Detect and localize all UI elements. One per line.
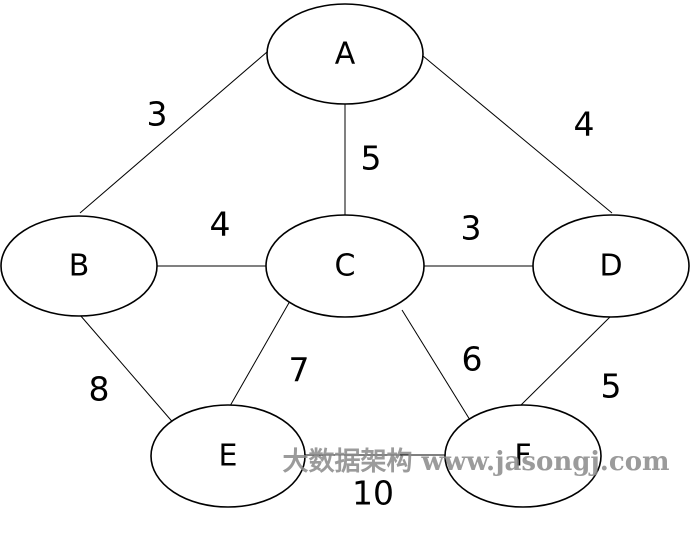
edge-d-f (519, 315, 612, 407)
node-e-ellipse (150, 404, 306, 508)
node-c-ellipse (265, 214, 425, 318)
weight-a-b: 3 (147, 95, 168, 134)
node-d-ellipse (532, 214, 690, 318)
weight-c-d: 3 (461, 209, 482, 248)
edge-c-e (229, 300, 291, 407)
node-b-ellipse (0, 215, 158, 317)
weight-c-e: 7 (289, 351, 310, 390)
edge-c-f (401, 309, 471, 421)
node-c: C (265, 214, 425, 318)
edge-a-d (422, 55, 613, 214)
node-c-label: C (335, 249, 356, 284)
node-a-ellipse (266, 3, 424, 105)
node-a-label: A (335, 37, 356, 72)
edge-b-e (79, 314, 177, 427)
edge-a-b (79, 51, 268, 214)
weight-b-e: 8 (89, 370, 110, 409)
watermark-text: 大数据架构 www.jasongj.com (282, 447, 669, 477)
weight-a-c: 5 (361, 139, 382, 178)
node-f-label: F (514, 439, 531, 474)
node-a: A (266, 3, 424, 105)
weight-e-f: 10 (352, 474, 394, 513)
node-b: B (0, 215, 158, 317)
weight-b-c: 4 (210, 205, 231, 244)
node-b-label: B (69, 249, 90, 284)
node-f-ellipse (444, 404, 602, 508)
weight-c-f: 6 (462, 340, 483, 379)
node-d-label: D (599, 249, 622, 284)
node-e: E (150, 404, 306, 508)
node-e-label: E (219, 439, 238, 474)
node-f: F (444, 404, 602, 508)
node-d: D (532, 214, 690, 318)
weight-d-f: 5 (601, 367, 622, 406)
weight-a-d: 4 (574, 105, 595, 144)
